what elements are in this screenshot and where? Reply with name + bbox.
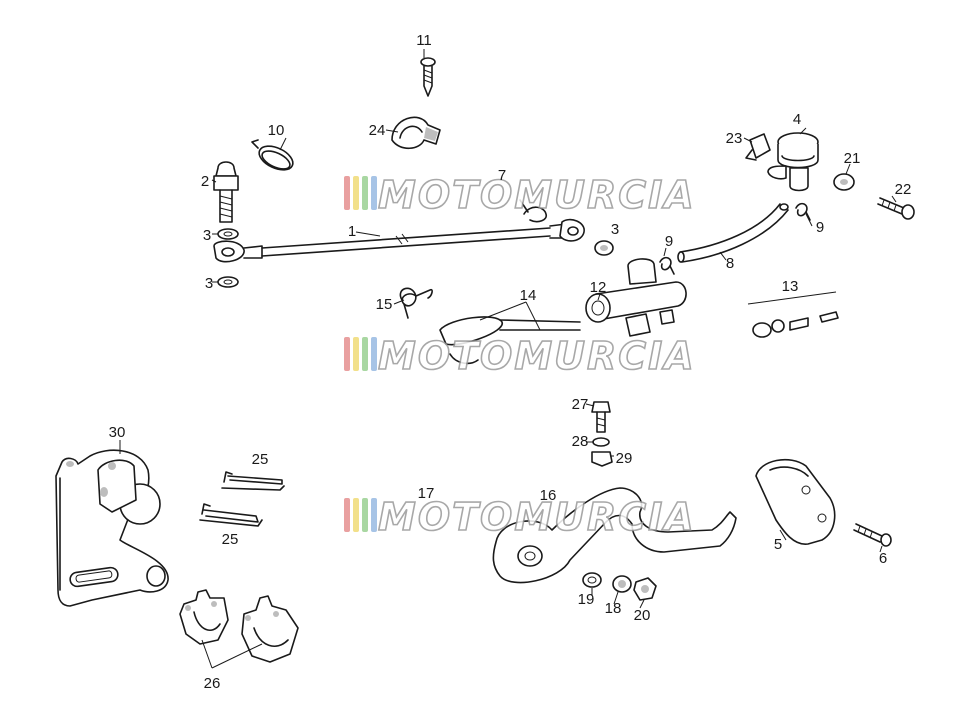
callout-2: 2 [201, 173, 209, 190]
callout-18: 18 [605, 600, 622, 617]
callout-11: 11 [416, 32, 432, 49]
callout-19: 19 [578, 591, 595, 608]
leader-lines [119, 49, 897, 669]
callout-13: 13 [782, 278, 799, 295]
part-19-washer [582, 572, 602, 588]
part-7-pipe-clip [519, 199, 548, 223]
watermark-top: MOTOMURCIA [344, 172, 696, 218]
part-13-pin-set [752, 311, 839, 338]
callout-24: 24 [369, 122, 386, 139]
part-18-washer [612, 575, 632, 593]
watermark-stripe-3 [362, 176, 368, 210]
callout-9-left: 9 [665, 233, 673, 250]
part-12-master-cylinder [585, 258, 687, 337]
callout-9-right: 9 [816, 219, 824, 236]
watermark-text: MOTOMURCIA [378, 495, 696, 539]
part-22-screw [877, 197, 915, 220]
watermark-bottom: MOTOMURCIA [344, 494, 696, 540]
part-2-banjo-bolt [213, 161, 239, 223]
callout-14: 14 [520, 287, 537, 304]
watermark-stripe-4 [371, 498, 377, 532]
part-30-brake-caliper [55, 449, 169, 607]
part-3-washer-right [594, 240, 614, 256]
callout-25-upper: 25 [252, 451, 269, 468]
callout-7: 7 [498, 167, 506, 184]
part-26-brake-pad-right [241, 595, 299, 663]
part-10-hose-clip [251, 139, 294, 171]
part-4-fluid-reservoir [767, 132, 819, 192]
part-20-nut [633, 577, 657, 601]
part-6-screw [853, 523, 892, 547]
callout-12: 12 [590, 279, 607, 296]
watermark-stripe-2 [353, 498, 359, 532]
watermark-stripe-1 [344, 337, 350, 371]
watermark-text: MOTOMURCIA [378, 334, 696, 378]
watermark-stripe-3 [362, 498, 368, 532]
callout-4: 4 [793, 111, 801, 128]
watermark-middle: MOTOMURCIA [344, 333, 696, 379]
part-11-screw [420, 57, 436, 97]
watermark-stripe-4 [371, 337, 377, 371]
callout-16: 16 [540, 487, 557, 504]
part-26-brake-pad-left [179, 589, 229, 645]
part-27-bolt [591, 401, 611, 433]
watermark-stripe-4 [371, 176, 377, 210]
callout-1: 1 [348, 223, 356, 240]
part-28-washer [592, 437, 610, 447]
watermark-stripe-3 [362, 337, 368, 371]
callout-23: 23 [726, 130, 743, 147]
part-5-guard [755, 458, 836, 545]
callout-3-right: 3 [611, 221, 619, 238]
watermark-stripe-1 [344, 498, 350, 532]
callout-25-lower: 25 [222, 531, 239, 548]
callout-5: 5 [774, 536, 782, 553]
callout-30: 30 [109, 424, 126, 441]
callout-numbers: 1 2 3 3 3 4 5 6 7 8 9 9 10 11 12 13 14 1… [109, 32, 912, 692]
callout-20: 20 [634, 607, 651, 624]
part-9-hose-clip-upper [795, 202, 811, 221]
watermark-stripe-1 [344, 176, 350, 210]
part-29-nut [591, 451, 613, 467]
callout-28: 28 [572, 433, 589, 450]
part-9-hose-clip-lower [659, 256, 675, 275]
part-3-washer-lower [217, 276, 239, 288]
callout-22: 22 [895, 181, 912, 198]
callout-8: 8 [726, 255, 734, 272]
callout-3-lower: 3 [205, 275, 213, 292]
callout-21: 21 [844, 150, 861, 167]
callout-26: 26 [204, 675, 221, 692]
callout-27: 27 [572, 396, 589, 413]
part-23-bracket [745, 133, 771, 161]
callout-6: 6 [879, 550, 887, 567]
part-1-brake-pipe [213, 218, 585, 263]
callout-17: 17 [418, 485, 435, 502]
callout-15: 15 [376, 296, 393, 313]
part-16-brake-pedal [492, 487, 737, 584]
watermark-stripe-2 [353, 176, 359, 210]
callout-10: 10 [268, 122, 285, 139]
part-8-hose [677, 203, 789, 263]
part-15-spring [399, 287, 433, 319]
part-25-pad-pin-lower [199, 503, 263, 527]
callout-29: 29 [616, 450, 633, 467]
part-21-washer [833, 173, 855, 191]
watermark-text: MOTOMURCIA [378, 173, 696, 217]
part-24-clamp [391, 116, 441, 150]
watermark-stripe-2 [353, 337, 359, 371]
callout-3-upper: 3 [203, 227, 211, 244]
part-3-washer-upper [217, 228, 239, 240]
part-25-pad-pin-upper [221, 471, 285, 491]
